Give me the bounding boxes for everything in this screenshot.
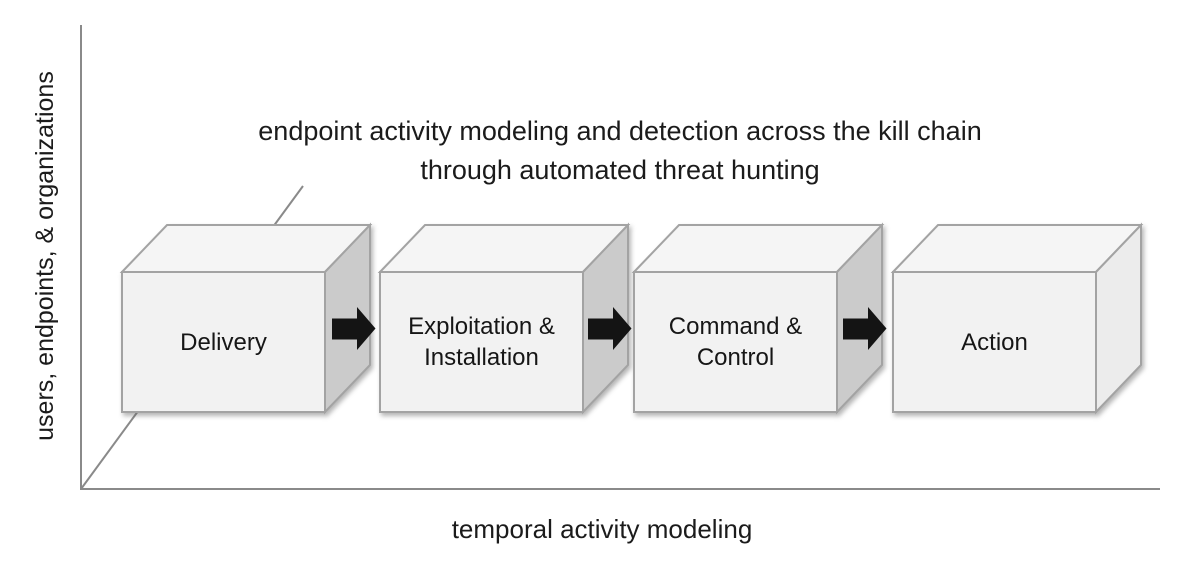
stage-box-command-control: [631, 222, 885, 415]
x-axis-label: temporal activity modeling: [451, 514, 753, 544]
stage-label-delivery: Delivery: [180, 328, 267, 356]
diagram-title-line1: endpoint activity modeling and detection…: [258, 116, 982, 146]
stage-box-delivery: [119, 222, 373, 415]
stage-label-exploitation-installation: Exploitation & Installation: [408, 313, 555, 371]
stage-label-command-control: Command & Control: [668, 313, 803, 371]
stage-label-action: Action: [961, 328, 1028, 356]
flow-arrow-icon: [843, 307, 887, 350]
flow-arrow-icon: [588, 307, 632, 350]
box-front-face: [633, 271, 838, 413]
box-front-face: [892, 271, 1097, 413]
flow-arrow-icon: [332, 307, 376, 350]
diagram-title-line2: through automated threat hunting: [420, 155, 820, 185]
box-front-face: [379, 271, 584, 413]
diagram-title: endpoint activity modeling and detection…: [220, 112, 1020, 190]
y-axis-label: users, endpoints, & organizations: [31, 71, 59, 441]
box-front-face: [121, 271, 326, 413]
stage-box-exploitation-installation: [377, 222, 631, 415]
stage-box-action: [890, 222, 1144, 415]
